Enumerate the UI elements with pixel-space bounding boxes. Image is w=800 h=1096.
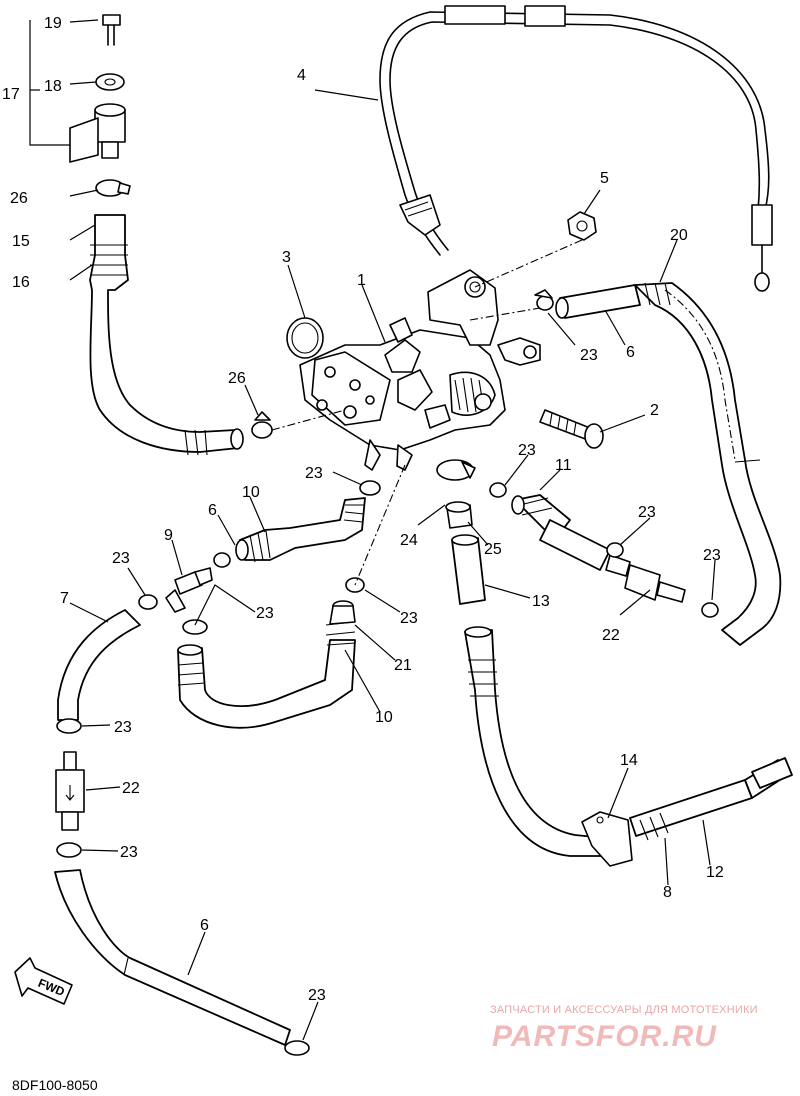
callout-17: 17 <box>2 86 20 103</box>
callout-23: 23 <box>703 547 721 564</box>
callout-20: 20 <box>670 227 688 244</box>
callout-11: 11 <box>555 457 572 474</box>
hose-clamp[interactable] <box>251 411 273 439</box>
check-valve-left[interactable] <box>55 751 85 831</box>
callout-23: 23 <box>305 465 323 482</box>
oil-tank-bracket[interactable] <box>69 14 126 163</box>
callout-14: 14 <box>620 752 638 769</box>
callout-4: 4 <box>297 67 306 84</box>
pump-bolt[interactable] <box>539 409 604 449</box>
callout-21: 21 <box>394 657 412 674</box>
hose-10-lower[interactable] <box>177 600 356 729</box>
callout-23: 23 <box>580 347 598 364</box>
callout-labels: 19 18 17 26 15 16 3 1 4 5 20 23 6 2 26 2… <box>2 15 724 1004</box>
callout-12: 12 <box>706 864 724 881</box>
callout-2: 2 <box>650 402 659 419</box>
pump-cable[interactable] <box>379 5 773 292</box>
callout-6: 6 <box>208 502 217 519</box>
callout-26: 26 <box>10 190 28 207</box>
nut[interactable] <box>567 211 597 241</box>
feed-hose-right[interactable] <box>555 282 782 646</box>
oil-pump[interactable] <box>299 269 541 471</box>
clamp-24[interactable] <box>436 459 476 481</box>
callout-23: 23 <box>518 442 536 459</box>
callout-1: 1 <box>357 272 366 289</box>
joint-9[interactable] <box>165 567 213 613</box>
leader-lines <box>30 19 716 1041</box>
callout-16: 16 <box>12 274 30 291</box>
hose-11[interactable] <box>511 494 611 571</box>
callout-5: 5 <box>600 170 609 187</box>
callout-23: 23 <box>308 987 326 1004</box>
callout-9: 9 <box>164 527 173 544</box>
hose-13[interactable] <box>451 534 486 605</box>
callout-22: 22 <box>602 627 620 644</box>
hose-6-lower[interactable] <box>54 869 291 1046</box>
hose-10-upper[interactable] <box>235 497 366 563</box>
callout-23: 23 <box>112 550 130 567</box>
callout-10: 10 <box>242 484 260 501</box>
callout-23: 23 <box>400 610 418 627</box>
check-valve-right[interactable] <box>605 554 686 603</box>
callout-19: 19 <box>44 15 62 32</box>
callout-22: 22 <box>122 780 140 797</box>
callout-6: 6 <box>626 344 635 361</box>
hose-clamp[interactable] <box>95 179 131 197</box>
callout-3: 3 <box>282 249 291 266</box>
callout-23: 23 <box>114 719 132 736</box>
watermark-brand: PARTSFOR.RU <box>492 1020 717 1053</box>
callout-25: 25 <box>484 541 502 558</box>
callout-6: 6 <box>200 917 209 934</box>
hose-clamp[interactable] <box>56 718 310 1056</box>
callout-26: 26 <box>228 370 246 387</box>
callout-23: 23 <box>120 844 138 861</box>
callout-13: 13 <box>532 593 550 610</box>
callout-18: 18 <box>44 78 62 95</box>
hose-bracket-14[interactable] <box>581 811 633 867</box>
callout-23: 23 <box>256 605 274 622</box>
callout-24: 24 <box>400 532 418 549</box>
diagram-code: 8DF100-8050 <box>12 1077 98 1093</box>
callout-15: 15 <box>12 233 30 250</box>
callout-8: 8 <box>663 884 672 901</box>
oil-tank-hose[interactable] <box>89 214 244 456</box>
callout-7: 7 <box>60 590 69 607</box>
hose-clamp[interactable] <box>534 289 554 311</box>
hose-7[interactable] <box>57 609 141 721</box>
hose-clamp[interactable] <box>489 482 719 618</box>
forward-direction-arrow: FWD <box>14 957 73 1005</box>
cap-25[interactable] <box>445 501 473 529</box>
watermark-tagline: ЗАПЧАСТИ И АКСЕССУАРЫ ДЛЯ МОТОТЕХНИКИ <box>490 1004 758 1016</box>
watermark: ЗАПЧАСТИ И АКСЕССУАРЫ ДЛЯ МОТОТЕХНИКИ PA… <box>490 1004 758 1053</box>
callout-10: 10 <box>375 709 393 726</box>
callout-23: 23 <box>638 504 656 521</box>
